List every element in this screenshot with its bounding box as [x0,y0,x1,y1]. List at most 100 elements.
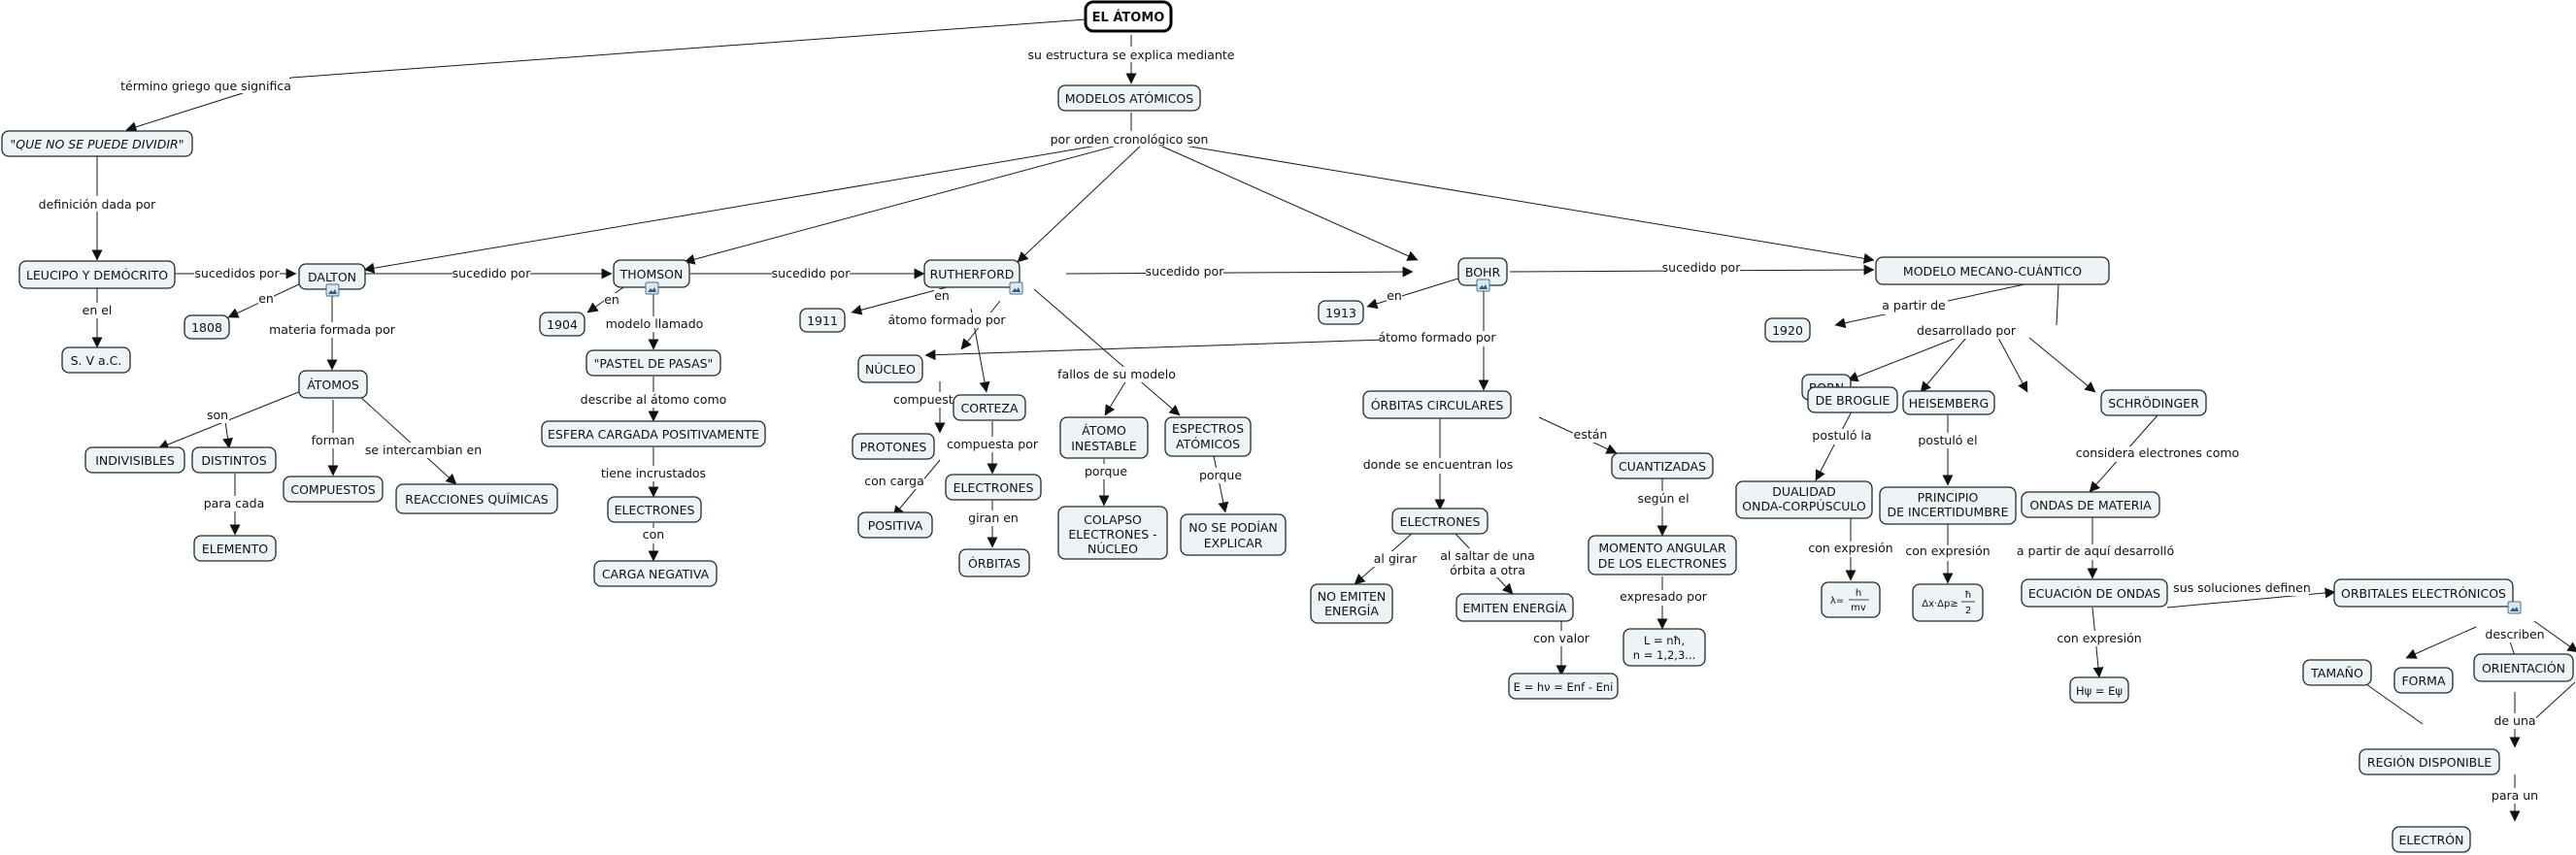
connector-lines [91,18,2576,822]
svg-text:INESTABLE: INESTABLE [1071,439,1137,453]
image-resource-icon[interactable] [645,281,659,295]
node-electrones-rutherford[interactable]: ELECTRONES [945,474,1042,501]
node-modelos-atomicos[interactable]: MODELOS ATÓMICOS [1057,84,1201,112]
node-forma[interactable]: FORMA [2393,667,2454,694]
link-label: giran en [968,510,1019,525]
node-1911[interactable]: 1911 [799,308,846,333]
node-positiva[interactable]: POSITIVA [857,511,933,539]
link-label: por orden cronológico son [1051,132,1209,147]
node-region-disponible[interactable]: REGIÓN DISPONIBLE [2359,748,2500,775]
node-formula-incertidumbre[interactable]: Δx·Δp≥ ħ 2 [1912,583,1984,622]
node-elemento[interactable]: ELEMENTO [193,535,277,562]
node-emiten-energia[interactable]: EMITEN ENERGÍA [1455,593,1574,622]
node-rutherford[interactable]: RUTHERFORD [923,259,1020,288]
link-label: postuló la [1812,428,1871,443]
link-labels: término griego que significa su estructu… [39,47,2545,804]
link-label: fallos de su modelo [1057,367,1176,381]
node-colapso[interactable]: COLAPSO ELECTRONES - NÚCLEO [1057,506,1168,560]
image-resource-icon[interactable] [2507,601,2522,614]
svg-text:REGIÓN DISPONIBLE: REGIÓN DISPONIBLE [2367,755,2492,770]
node-esfera-cargada[interactable]: ESFERA CARGADA POSITIVAMENTE [541,420,766,447]
image-resource-icon[interactable] [325,283,340,297]
node-heisenberg[interactable]: HEISEMBERG [1902,390,1995,415]
svg-text:FORMA: FORMA [2401,674,2445,688]
link-label: expresado por [1620,589,1708,604]
node-electrones-bohr[interactable]: ELECTRONES [1391,508,1489,535]
link-label: en [604,292,619,307]
node-pastel-de-pasas[interactable]: "PASTEL DE PASAS" [585,349,721,377]
node-tamano[interactable]: TAMAÑO [2302,659,2372,686]
node-de-broglie[interactable]: DE BROGLIE [1807,386,1898,413]
link-label: su estructura se explica mediante [1028,48,1235,62]
svg-text:ELEMENTO: ELEMENTO [202,542,268,556]
node-ecuacion-de-ondas[interactable]: ECUACIÓN DE ONDAS [2021,578,2168,608]
svg-text:L = nħ,: L = nħ, [1644,634,1685,647]
node-distintos[interactable]: DISTINTOS [191,446,277,474]
node-s-v-ac[interactable]: S. V a.C. [61,346,131,374]
node-el-atomo[interactable]: EL ÁTOMO [1084,0,1173,33]
svg-text:POSITIVA: POSITIVA [868,518,923,533]
link-label: de una [2493,713,2535,728]
node-1904[interactable]: 1904 [539,312,585,337]
link-label: sus soluciones definen [2173,580,2311,595]
node-no-se-podian-explicar[interactable]: NO SE PODÍAN EXPLICAR [1180,513,1287,556]
link-label: sucedido por [1662,260,1742,275]
link-label: en [1387,288,1402,303]
node-1920[interactable]: 1920 [1764,317,1811,343]
link-label: describe al átomo como [581,392,727,407]
node-1913[interactable]: 1913 [1318,300,1364,325]
svg-text:2: 2 [1965,606,1971,616]
node-compuestos[interactable]: COMPUESTOS [283,476,384,503]
image-resource-icon[interactable] [1009,281,1023,295]
svg-text:n = 1,2,3...: n = 1,2,3... [1633,648,1695,662]
node-electron[interactable]: ELECTRÓN [2392,826,2471,853]
node-ondas-de-materia[interactable]: ONDAS DE MATERIA [2021,491,2160,518]
node-leucipo-democrito[interactable]: LEUCIPO Y DEMÓCRITO [18,260,176,289]
node-1808[interactable]: 1808 [184,314,230,340]
node-nucleo[interactable]: NÚCLEO [857,354,923,383]
node-que-no-se-puede-dividir[interactable]: "QUE NO SE PUEDE DIVIDIR" [1,130,193,157]
svg-text:DISTINTOS: DISTINTOS [201,453,266,468]
link-label: a partir de [1882,298,1946,312]
node-corteza[interactable]: CORTEZA [953,394,1026,421]
node-formula-energia[interactable]: E = hν = Enf - Eni [1508,673,1619,700]
node-carga-negativa[interactable]: CARGA NEGATIVA [593,560,718,587]
node-momento-angular[interactable]: MOMENTO ANGULAR DE LOS ELECTRONES [1588,535,1737,575]
svg-text:EXPLICAR: EXPLICAR [1204,536,1263,550]
svg-text:MOMENTO ANGULAR: MOMENTO ANGULAR [1598,541,1726,555]
node-formula-h-psi[interactable]: Hψ = Eψ [2069,676,2129,704]
node-protones[interactable]: PROTONES [852,433,935,460]
link-label: para un [2492,788,2538,803]
node-indivisibles[interactable]: INDIVISIBLES [84,446,185,474]
node-formula-momento[interactable]: L = nħ, n = 1,2,3... [1623,628,1706,667]
node-orbitales-electronicos[interactable]: ORBITALES ELECTRÓNICOS [2333,578,2514,608]
node-atomos[interactable]: ÁTOMOS [298,370,368,399]
svg-text:Hψ = Eψ: Hψ = Eψ [2076,684,2123,698]
link-label: con valor [1533,631,1590,645]
node-modelo-mecano-cuantico[interactable]: MODELO MECANO-CUÁNTICO [1875,256,2110,285]
link-label: en [934,288,950,303]
node-espectros-atomicos[interactable]: ESPECTROS ATÓMICOS [1164,416,1252,457]
svg-text:ORIENTACIÓN: ORIENTACIÓN [2482,661,2565,675]
link-label: con expresión [1808,541,1892,555]
node-orbitas[interactable]: ÓRBITAS [958,548,1030,577]
node-orbitas-circulares[interactable]: ÓRBITAS CIRCULARES [1362,390,1512,419]
svg-text:COLAPSO: COLAPSO [1084,512,1142,527]
node-electrones-thomson[interactable]: ELECTRONES [607,496,702,523]
node-atomo-inestable[interactable]: ÁTOMO INESTABLE [1059,416,1149,459]
node-formula-lambda[interactable]: λ= h mv [1821,581,1881,618]
node-dualidad[interactable]: DUALIDAD ONDA-CORPÚSCULO [1735,480,1873,519]
image-resource-icon[interactable] [1476,279,1490,292]
svg-text:MODELO MECANO-CUÁNTICO: MODELO MECANO-CUÁNTICO [1903,264,2082,279]
node-no-emiten-energia[interactable]: NO EMITEN ENERGÍA [1310,583,1393,624]
node-cuantizadas[interactable]: CUANTIZADAS [1611,452,1714,479]
node-orientacion[interactable]: ORIENTACIÓN [2473,653,2574,682]
svg-text:NO SE PODÍAN: NO SE PODÍAN [1188,520,1278,535]
node-reacciones-quimicas[interactable]: REACCIONES QUÍMICAS [395,483,558,514]
node-schrodinger[interactable]: SCHRÖDINGER [2100,389,2207,416]
node-principio-incertidumbre[interactable]: PRINCIPIO DE INCERTIDUMBRE [1879,486,2017,525]
svg-text:ħ: ħ [1965,590,1972,601]
link-label: con expresión [2057,631,2141,645]
